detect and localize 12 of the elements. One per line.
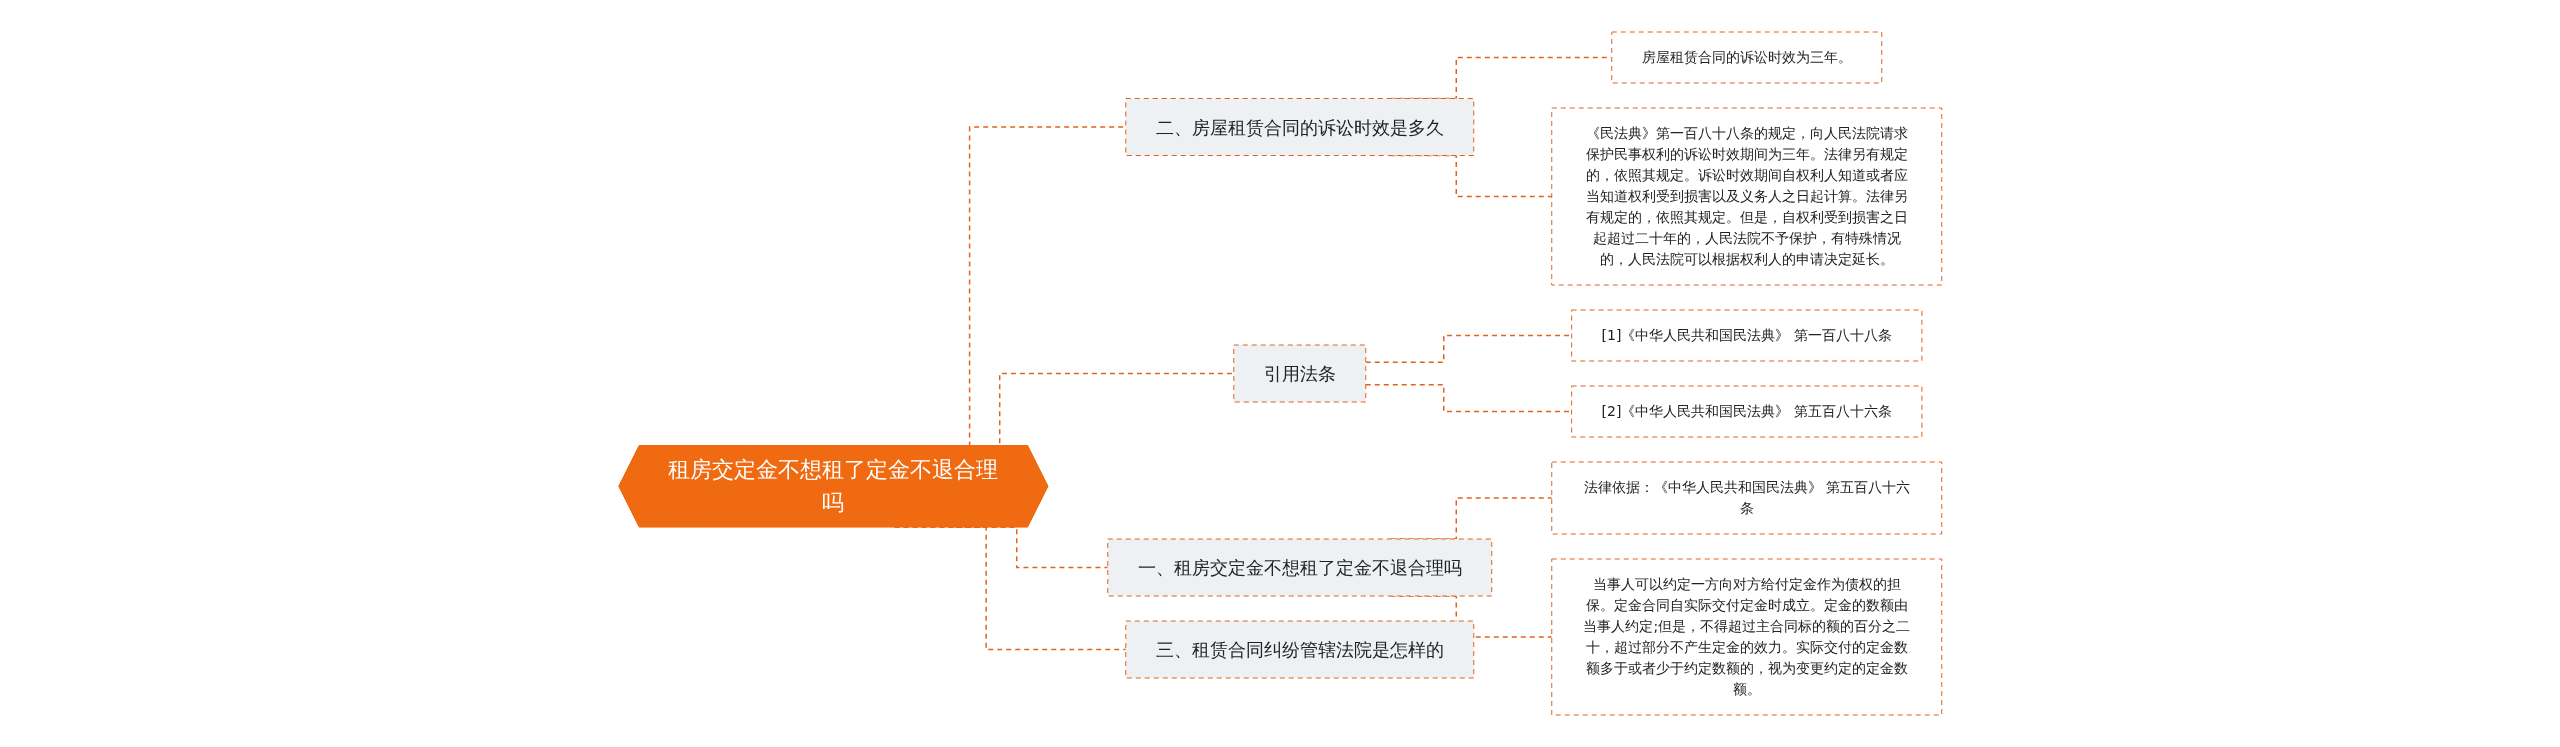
node-box: [1]《中华人民共和国民法典》 第一百八十八条 [1570, 309, 1922, 362]
node-box: 当事人可以约定一方向对方给付定金作为债权的担保。定金合同自实际交付定金时成立。定金的数额由当事人约定;但是，不得超过主合同标的额的百分之二十，超过部分不产生定金的效力。实际交付的定金数额多于或者少于约定数额的，视为变更约定的定金数额。 [1550, 558, 1942, 716]
connector [1364, 334, 1572, 363]
node-box: 《民法典》第一百八十八条的规定，向人民法院请求保护民事权利的诉讼时效期间为三年。法律另有规定的，依照其规定。诉讼时效期间自权利人知道或者应当知道权利受到损害以及义务人之日起计算。法律另有规定的，依照其规定。但是，自权利受到损害之日起超过二十年的，人民法院不予保护，有特殊情况的，人民法院可以根据权利人的申请决定延长。 [1550, 107, 1942, 286]
node-box: 引用法条 [1232, 344, 1366, 403]
connector [1364, 384, 1572, 413]
node-box: 三、租赁合同纠纷管辖法院是怎样的 [1124, 620, 1474, 679]
node-box: 一、租房交定金不想租了定金不退合理吗 [1106, 538, 1492, 597]
node-box: 房屋租赁合同的诉讼时效为三年。 [1610, 31, 1882, 84]
node-box: 二、房屋租赁合同的诉讼时效是多久 [1124, 98, 1474, 156]
node-box: [2]《中华人民共和国民法典》 第五百八十六条 [1570, 385, 1922, 438]
node-box: 法律依据：《中华人民共和国民法典》 第五百八十六条 [1550, 461, 1942, 535]
